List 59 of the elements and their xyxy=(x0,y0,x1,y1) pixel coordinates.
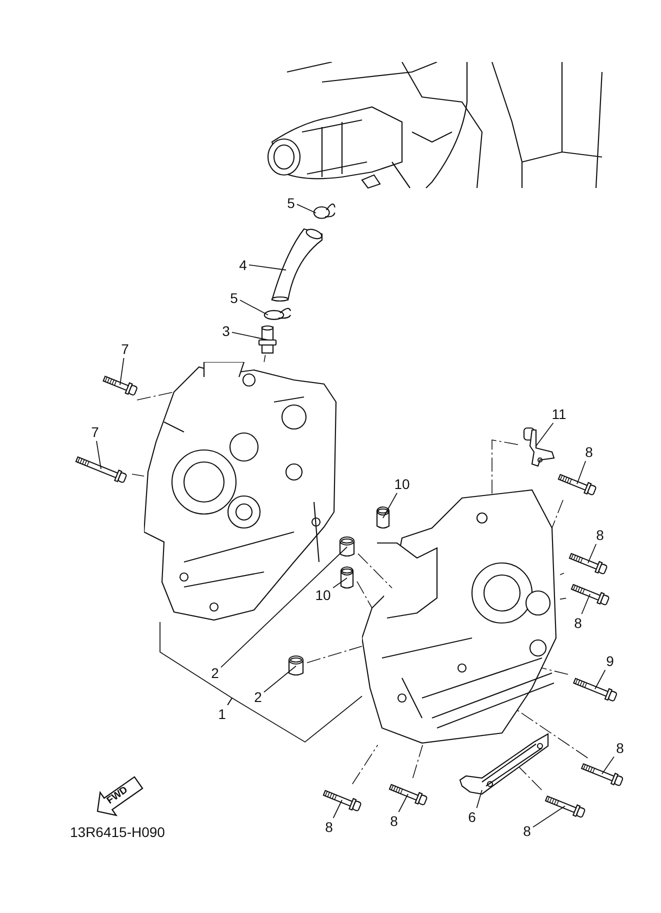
leader-line xyxy=(476,790,482,808)
callout-number: 6 xyxy=(467,808,477,826)
center-line xyxy=(352,744,378,784)
center-line xyxy=(516,710,588,758)
leader-line xyxy=(532,806,566,828)
leader-line xyxy=(398,794,408,812)
leader-line xyxy=(220,546,348,668)
callout-number: 9 xyxy=(605,652,615,670)
leader-line xyxy=(120,358,124,386)
callout-number: 11 xyxy=(550,405,568,423)
callout-number: 2 xyxy=(253,688,263,706)
center-line xyxy=(306,646,362,664)
leader-line xyxy=(576,460,586,484)
callout-number: 10 xyxy=(314,586,332,604)
callout-number: 7 xyxy=(90,423,100,441)
leader-line xyxy=(232,332,268,340)
leader-line xyxy=(96,440,102,470)
leader-line xyxy=(581,594,590,614)
leader-line xyxy=(536,422,554,446)
center-line xyxy=(542,668,568,675)
leader-line xyxy=(227,696,362,743)
center-line xyxy=(492,440,518,496)
callout-number: 3 xyxy=(221,322,231,340)
leader-line xyxy=(602,756,614,774)
callout-number: 5 xyxy=(286,194,296,212)
leader-line xyxy=(382,492,398,518)
leader-line xyxy=(296,204,316,214)
callout-number: 8 xyxy=(595,526,605,544)
leader-line xyxy=(332,578,348,588)
direction-label: FWD xyxy=(106,785,130,807)
center-line xyxy=(136,392,174,400)
callout-number: 4 xyxy=(238,256,248,274)
center-line xyxy=(560,598,566,600)
callout-number: 7 xyxy=(120,340,130,358)
leader-line xyxy=(588,544,597,564)
center-line xyxy=(356,581,372,608)
center-line xyxy=(560,572,564,576)
leader-line xyxy=(332,800,342,818)
center-line xyxy=(412,744,423,778)
leader-line xyxy=(264,666,296,693)
callout-number: 8 xyxy=(389,812,399,830)
center-line xyxy=(132,474,144,476)
center-line xyxy=(358,553,392,588)
leader-line xyxy=(248,264,286,270)
center-line xyxy=(518,766,542,790)
callout-number: 8 xyxy=(615,739,625,757)
leader-line xyxy=(240,300,268,316)
callout-number: 8 xyxy=(573,614,583,632)
callout-number: 5 xyxy=(229,289,239,307)
callout-number: 8 xyxy=(522,822,532,840)
callout-number: 8 xyxy=(324,818,334,836)
leader-line xyxy=(594,670,606,690)
center-line xyxy=(552,500,564,528)
center-line xyxy=(264,354,266,362)
callout-number: 10 xyxy=(393,475,411,493)
diagram-code: 13R6415-H090 xyxy=(70,823,165,842)
callout-number: 2 xyxy=(210,664,220,682)
callout-number: 8 xyxy=(584,443,594,461)
callout-number: 1 xyxy=(217,705,227,723)
